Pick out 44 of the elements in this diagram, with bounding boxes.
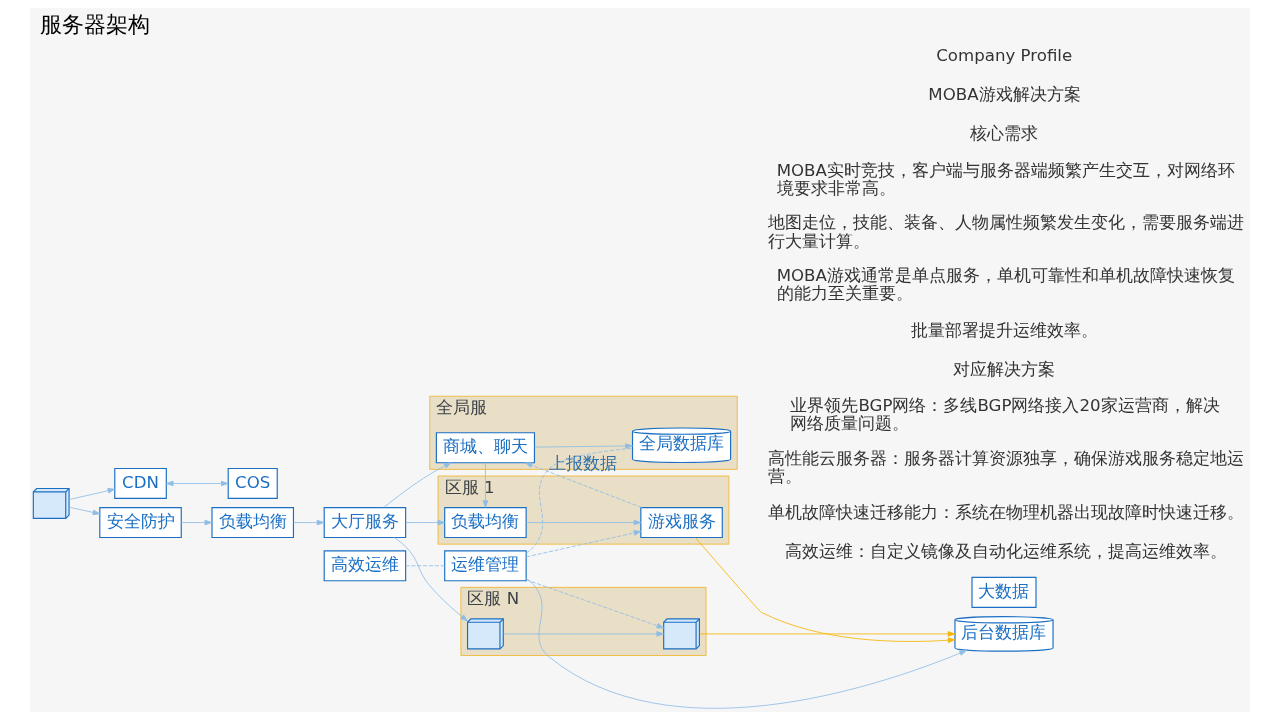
label: 单机故障快速迁移能力：系统在物理机器出现故障时快速迁移。 bbox=[767, 503, 1244, 523]
arrow bbox=[394, 537, 468, 622]
arrow bbox=[180, 519, 213, 526]
arrow bbox=[68, 487, 116, 500]
node-box: COS bbox=[227, 467, 278, 500]
node-box: 高效运维 bbox=[323, 550, 407, 582]
arrow bbox=[293, 519, 325, 526]
diagram-title: 服务器架构 bbox=[39, 12, 150, 38]
arrow bbox=[525, 579, 665, 629]
label: 批量部署提升运维效率。 bbox=[911, 320, 1099, 340]
node-box: 安全防护 bbox=[99, 507, 182, 539]
node-box: 负载均衡 bbox=[444, 507, 527, 539]
arrow bbox=[694, 537, 956, 643]
label: MOBA游戏通常是单点服务，单机可靠性和单机故障快速恢复的能力至关重要。 bbox=[776, 265, 1235, 303]
arrow bbox=[534, 443, 633, 449]
node-box: 运维管理 bbox=[444, 550, 527, 582]
node-box: 负载均衡 bbox=[211, 507, 295, 539]
arrow bbox=[525, 519, 642, 526]
connector bbox=[525, 447, 633, 554]
label: 对应解决方案 bbox=[953, 359, 1056, 379]
arrow bbox=[166, 480, 229, 487]
label: Company Profile bbox=[936, 46, 1073, 66]
arrow bbox=[482, 462, 489, 508]
node-box: 大厅服务 bbox=[323, 507, 407, 539]
arrow bbox=[405, 519, 445, 526]
node-box: CDN bbox=[114, 467, 167, 500]
node-box: 商城、聊天 bbox=[435, 432, 536, 464]
label: 高性能云服务器：服务器计算资源独享，确保游戏服务稳定地运营。 bbox=[767, 448, 1244, 486]
label: 核心需求 bbox=[969, 124, 1038, 144]
arrow bbox=[699, 631, 956, 637]
label: MOBA实时竞技，客户端与服务器端频繁产生交互，对网络环境要求非常高。 bbox=[776, 160, 1235, 199]
arrow bbox=[503, 631, 664, 637]
node-box: 大数据 bbox=[971, 576, 1037, 608]
arrow bbox=[68, 506, 101, 516]
label: 业界领先BGP网络：多线BGP网络接入20家运营商，解决网络质量问题。 bbox=[790, 396, 1220, 434]
arrow bbox=[525, 578, 967, 709]
label: MOBA游戏解决方案 bbox=[928, 85, 1081, 105]
arrow bbox=[524, 462, 643, 508]
label: 地图走位，技能、装备、人物属性频繁发生变化，需要服务端进行大量计算。 bbox=[767, 213, 1244, 251]
connector bbox=[405, 565, 445, 567]
label: 高效运维：自定义镜像及自动化运维系统，提高运维效率。 bbox=[785, 542, 1228, 562]
node-box: 游戏服务 bbox=[640, 507, 723, 539]
arrow bbox=[383, 462, 452, 508]
arrow bbox=[525, 530, 642, 558]
